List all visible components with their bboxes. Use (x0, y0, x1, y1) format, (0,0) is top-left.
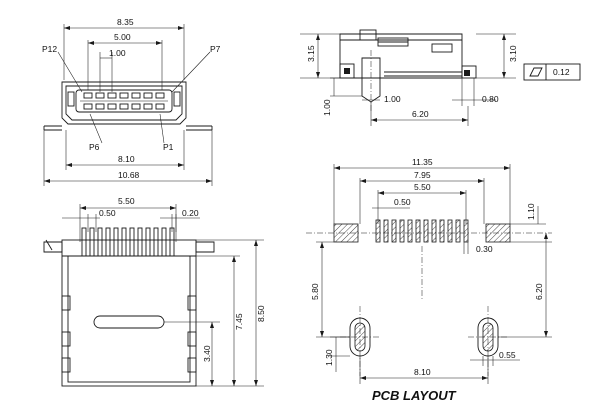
dim-pcb-slot-diameter: 0.55 (499, 350, 516, 360)
dim-pcb-pin-pitch: 0.50 (394, 197, 411, 207)
dim-top-pin-pitch: 0.50 (99, 208, 116, 218)
dim-pin-span: 5.00 (114, 32, 131, 42)
dim-slot-offset: 3.40 (202, 345, 212, 362)
top-pins (81, 227, 175, 257)
pcb-layout: 11.35 7.95 5.50 0.50 (306, 157, 552, 403)
dim-top-pin-span: 5.50 (118, 196, 135, 206)
dim-pcb-slot-width: 1.30 (324, 349, 334, 366)
pcb-layout-title: PCB LAYOUT (372, 388, 457, 403)
dim-pcb-pad-span: 7.95 (414, 170, 431, 180)
dim-post-span: 6.20 (412, 109, 429, 119)
flatness-callout (523, 63, 581, 81)
dim-pcb-hole-span-vertical: 6.20 (534, 283, 544, 300)
dim-post-width: 1.00 (384, 94, 401, 104)
label-p12: P12 (42, 44, 57, 54)
dim-overall-width: 8.35 (117, 17, 134, 27)
dim-pcb-overall-width: 11.35 (412, 157, 433, 167)
dim-pcb-pin-span: 5.50 (414, 182, 431, 192)
top-view: 5.50 0.50 0.20 (43, 196, 266, 387)
dim-height-right: 3.10 (508, 45, 518, 62)
dim-overall-length: 10.68 (118, 170, 140, 180)
dim-pcb-pad-width: 0.30 (476, 244, 493, 254)
dim-standoff: 1.00 (322, 99, 332, 116)
front-view: 8.35 5.00 1.00 P12 P7 (42, 17, 221, 186)
dim-lead-length: 0.80 (482, 94, 499, 104)
body-slot (93, 315, 165, 329)
dim-pin-to-body: 7.45 (234, 313, 244, 330)
dim-foot-span: 8.10 (118, 154, 135, 164)
dim-pin-pitch: 1.00 (109, 48, 126, 58)
flatness-value: 0.12 (553, 67, 570, 77)
label-p1: P1 (163, 142, 174, 152)
dim-body-length: 8.50 (256, 305, 266, 322)
contacts-row (80, 92, 168, 110)
dim-pcb-hole-span: 8.10 (414, 367, 431, 377)
side-view: 3.15 3.10 0.12 1.00 1.00 0.80 6.20 (300, 29, 581, 126)
dim-pcb-pad-height: 1.10 (526, 203, 536, 220)
label-p6: P6 (89, 142, 100, 152)
dim-height-left: 3.15 (306, 45, 316, 62)
pcb-signal-pads (375, 219, 469, 243)
label-p7: P7 (210, 44, 221, 54)
dim-top-pin-width: 0.20 (182, 208, 199, 218)
dim-pcb-vertical-span: 5.80 (310, 283, 320, 300)
